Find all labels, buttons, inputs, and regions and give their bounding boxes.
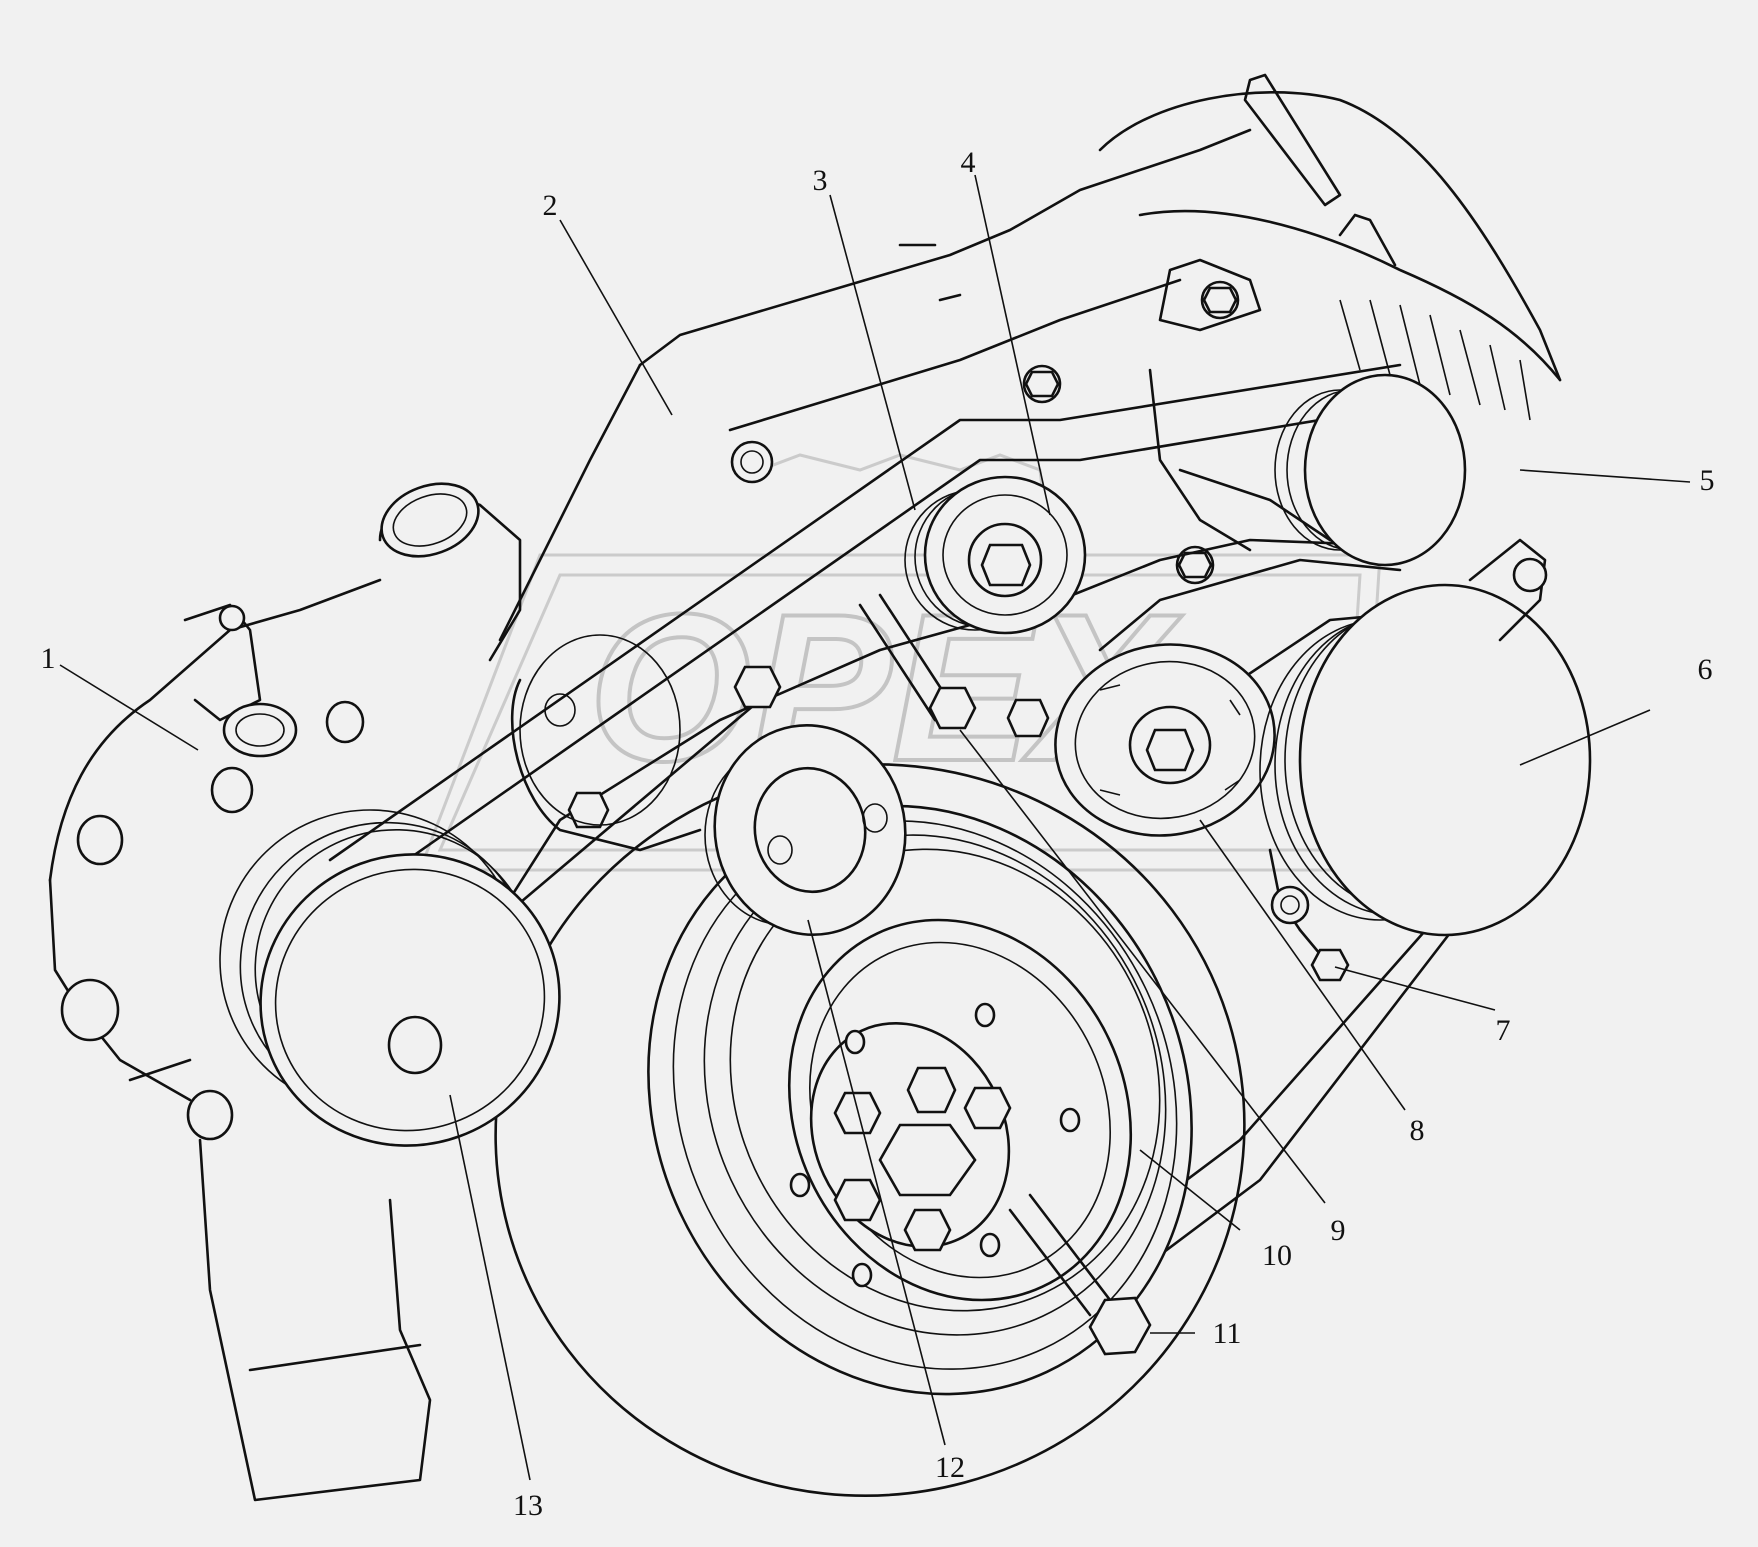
leader-5 bbox=[1519, 469, 1691, 483]
callout-1: 1 bbox=[41, 642, 56, 675]
callout-labels: 1 2 3 4 5 6 7 8 9 10 11 12 13 bbox=[41, 146, 1715, 1522]
callout-10: 10 bbox=[1262, 1239, 1292, 1272]
leader-1 bbox=[59, 664, 199, 751]
bracket-housing bbox=[498, 128, 1252, 642]
tensioner-pulley bbox=[1054, 643, 1276, 837]
fan-pulley bbox=[1259, 538, 1592, 982]
crankshaft-pulley bbox=[494, 763, 1246, 1497]
callout-13: 13 bbox=[513, 1489, 543, 1522]
callout-7: 7 bbox=[1496, 1014, 1511, 1047]
callout-5: 5 bbox=[1700, 464, 1715, 497]
callout-9: 9 bbox=[1331, 1214, 1346, 1247]
leader-lines bbox=[59, 174, 1691, 1481]
leader-8 bbox=[1199, 819, 1406, 1111]
leader-10 bbox=[1139, 1149, 1241, 1231]
callout-2: 2 bbox=[543, 189, 558, 222]
leader-3 bbox=[829, 194, 916, 511]
front-cover bbox=[510, 634, 702, 852]
callout-12: 12 bbox=[935, 1451, 965, 1484]
callout-8: 8 bbox=[1410, 1114, 1425, 1147]
alternator-pulley bbox=[1274, 373, 1467, 567]
leader-7 bbox=[1334, 966, 1496, 1011]
leader-13 bbox=[449, 1094, 531, 1481]
idler-pulley-lower bbox=[704, 723, 907, 937]
leader-6 bbox=[1519, 709, 1651, 766]
leader-4 bbox=[974, 174, 1051, 516]
bolt-9 bbox=[567, 593, 1050, 829]
leader-12 bbox=[807, 919, 946, 1446]
water-pump-pulley bbox=[219, 809, 561, 1147]
leader-9 bbox=[959, 729, 1326, 1204]
callout-3: 3 bbox=[813, 164, 828, 197]
callout-6: 6 bbox=[1698, 653, 1713, 686]
water-pump bbox=[48, 482, 522, 1502]
idler-pulley-upper bbox=[904, 475, 1087, 635]
callout-4: 4 bbox=[961, 146, 976, 179]
callout-11: 11 bbox=[1213, 1317, 1242, 1350]
alternator bbox=[1098, 73, 1562, 585]
leader-2 bbox=[559, 219, 673, 416]
